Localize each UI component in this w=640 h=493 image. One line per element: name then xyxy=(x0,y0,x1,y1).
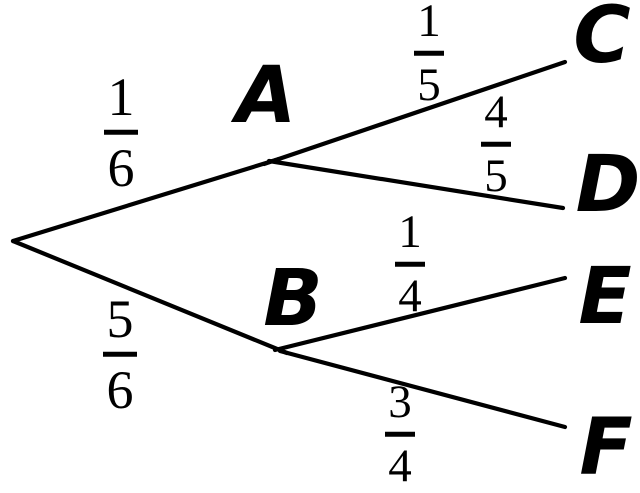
probability-a-c-denominator: 5 xyxy=(417,58,441,111)
probability-a-c: 1 5 xyxy=(414,0,444,108)
node-label-b: B xyxy=(263,254,323,344)
fraction-bar xyxy=(414,50,444,56)
probability-b-e-numerator: 1 xyxy=(398,205,422,258)
probability-b-e-denominator: 4 xyxy=(398,269,422,322)
probability-a-d-denominator: 5 xyxy=(484,149,508,202)
probability-b-f-denominator: 4 xyxy=(388,439,412,492)
fraction-bar xyxy=(481,141,511,147)
probability-root-b-numerator: 5 xyxy=(106,288,134,349)
probability-root-a-numerator: 1 xyxy=(107,66,135,127)
fraction-bar xyxy=(395,261,425,267)
node-label-a: A xyxy=(235,51,297,141)
probability-root-b: 5 6 xyxy=(103,288,137,420)
probability-b-f-numerator: 3 xyxy=(388,375,412,428)
probability-b-f: 3 4 xyxy=(385,375,415,492)
node-label-f: F xyxy=(579,403,633,493)
node-label-c: C xyxy=(573,0,631,81)
probability-a-d: 4 5 xyxy=(481,85,511,202)
branch-line-a-c xyxy=(261,59,568,167)
node-label-e: E xyxy=(578,252,632,342)
probability-root-a-denominator: 6 xyxy=(107,137,135,198)
probability-b-e: 1 4 xyxy=(395,205,425,322)
fraction-bar xyxy=(104,129,138,135)
probability-a-c-numerator: 1 xyxy=(417,0,441,47)
probability-root-b-denominator: 6 xyxy=(106,359,134,420)
branch-line-a-d xyxy=(266,158,566,211)
branch-line-root-b xyxy=(10,238,290,356)
node-label-d: D xyxy=(575,140,640,230)
fraction-bar xyxy=(103,351,137,357)
branch-line-root-a xyxy=(10,156,282,244)
fraction-bar xyxy=(385,431,415,437)
probability-a-d-numerator: 4 xyxy=(484,85,508,138)
branch-line-b-f xyxy=(277,348,568,430)
branch-line-b-e xyxy=(272,275,568,353)
probability-root-a: 1 6 xyxy=(104,66,138,198)
